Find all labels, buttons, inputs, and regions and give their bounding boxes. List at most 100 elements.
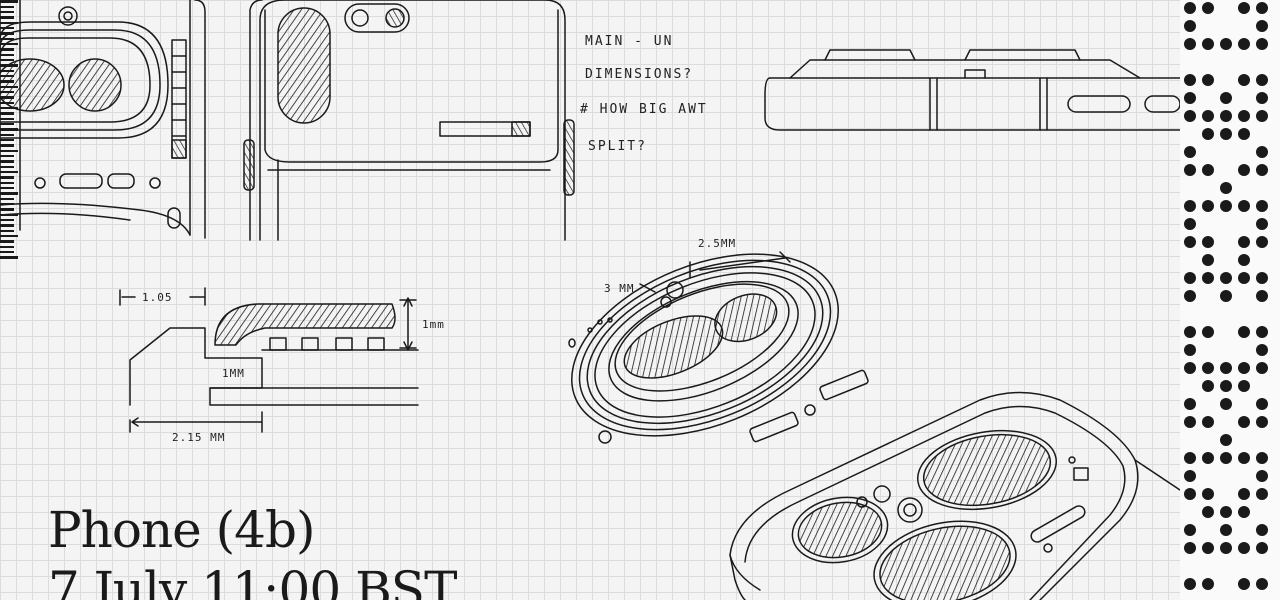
matrix-dot xyxy=(1256,236,1268,248)
matrix-dot xyxy=(1256,74,1268,86)
dim-inner-step: 1MM xyxy=(222,367,245,380)
phone-rear-view xyxy=(243,0,575,241)
matrix-dot xyxy=(1184,488,1196,500)
cross-section-drawing xyxy=(119,287,419,433)
matrix-dot xyxy=(1202,326,1214,338)
matrix-dot xyxy=(1202,38,1214,50)
matrix-dot xyxy=(1238,236,1250,248)
matrix-dot xyxy=(1256,92,1268,104)
matrix-dot xyxy=(1184,326,1196,338)
matrix-dot xyxy=(1238,506,1250,518)
camera-module-isometric xyxy=(568,251,869,444)
matrix-dot xyxy=(1202,506,1214,518)
matrix-dot xyxy=(1220,128,1232,140)
matrix-dot xyxy=(1256,164,1268,176)
matrix-dot xyxy=(1238,254,1250,266)
phone-back-cropped xyxy=(0,0,206,241)
matrix-dot xyxy=(1220,200,1232,212)
matrix-dot xyxy=(1256,398,1268,410)
matrix-dot xyxy=(1238,272,1250,284)
matrix-dot xyxy=(1256,488,1268,500)
launch-headline: Phone (4b) 7 July 11:00 BST xyxy=(48,500,457,600)
note-line-1: MAIN - UN xyxy=(585,34,673,49)
matrix-dot xyxy=(1202,200,1214,212)
matrix-dot xyxy=(1256,578,1268,590)
matrix-dot xyxy=(1238,416,1250,428)
matrix-dot xyxy=(1184,218,1196,230)
matrix-dot xyxy=(1202,272,1214,284)
matrix-dot xyxy=(1220,182,1232,194)
note-line-3: # HOW BIG AWT xyxy=(580,102,708,117)
matrix-dot xyxy=(1202,488,1214,500)
matrix-dot xyxy=(1220,290,1232,302)
matrix-dot xyxy=(1184,416,1196,428)
note-line-4: SPLIT? xyxy=(588,139,647,154)
matrix-dot xyxy=(1184,542,1196,554)
matrix-dot xyxy=(1184,164,1196,176)
matrix-dot xyxy=(1220,38,1232,50)
matrix-dot xyxy=(1202,416,1214,428)
matrix-dot xyxy=(1202,74,1214,86)
matrix-dot xyxy=(1184,578,1196,590)
matrix-dot xyxy=(1220,542,1232,554)
matrix-dot xyxy=(1256,290,1268,302)
matrix-dot xyxy=(1256,200,1268,212)
matrix-dot xyxy=(1238,452,1250,464)
dim-ring-thickness: 2.5MM xyxy=(698,237,736,250)
matrix-dot xyxy=(1184,290,1196,302)
dim-top-width: 1.05 xyxy=(142,291,173,304)
dim-height: 1mm xyxy=(422,318,445,331)
matrix-dot xyxy=(1220,434,1232,446)
matrix-dot xyxy=(1238,74,1250,86)
matrix-dot xyxy=(1238,2,1250,14)
matrix-dot xyxy=(1256,326,1268,338)
matrix-dot xyxy=(1238,488,1250,500)
matrix-dot xyxy=(1238,128,1250,140)
matrix-dot xyxy=(1238,326,1250,338)
matrix-dot xyxy=(1220,380,1232,392)
matrix-dot xyxy=(1202,128,1214,140)
matrix-dot xyxy=(1184,200,1196,212)
phone-side-view xyxy=(764,49,1181,131)
matrix-dot xyxy=(1256,362,1268,374)
matrix-dot xyxy=(1256,542,1268,554)
matrix-dot xyxy=(1256,110,1268,122)
matrix-dot xyxy=(1184,74,1196,86)
matrix-dot xyxy=(1238,362,1250,374)
matrix-dot xyxy=(1202,164,1214,176)
note-line-2: DIMENSIONS? xyxy=(585,67,693,82)
matrix-dot xyxy=(1184,344,1196,356)
matrix-dot xyxy=(1184,524,1196,536)
matrix-dot xyxy=(1184,272,1196,284)
matrix-dot xyxy=(1202,254,1214,266)
matrix-dot xyxy=(1238,200,1250,212)
matrix-dot xyxy=(1184,2,1196,14)
matrix-dot xyxy=(1256,524,1268,536)
matrix-dot xyxy=(1256,416,1268,428)
matrix-dot xyxy=(1184,20,1196,32)
matrix-dot xyxy=(1220,398,1232,410)
matrix-dot xyxy=(1238,380,1250,392)
matrix-dot xyxy=(1184,470,1196,482)
matrix-dot xyxy=(1220,452,1232,464)
matrix-dot xyxy=(1256,146,1268,158)
dim-ring-offset: 3 MM xyxy=(604,282,635,295)
dim-base-width: 2.15 MM xyxy=(172,431,225,444)
matrix-dot xyxy=(1256,470,1268,482)
matrix-dot xyxy=(1238,542,1250,554)
matrix-dot xyxy=(1256,218,1268,230)
matrix-dot xyxy=(1202,362,1214,374)
matrix-dot xyxy=(1202,380,1214,392)
matrix-dot xyxy=(1202,452,1214,464)
product-name: Phone (4b) xyxy=(48,501,315,559)
matrix-dot xyxy=(1256,20,1268,32)
matrix-dot xyxy=(1238,110,1250,122)
matrix-dot xyxy=(1184,146,1196,158)
matrix-dot xyxy=(1184,92,1196,104)
matrix-dot xyxy=(1220,506,1232,518)
matrix-dot xyxy=(1184,38,1196,50)
matrix-dot xyxy=(1220,92,1232,104)
matrix-dot xyxy=(1238,38,1250,50)
